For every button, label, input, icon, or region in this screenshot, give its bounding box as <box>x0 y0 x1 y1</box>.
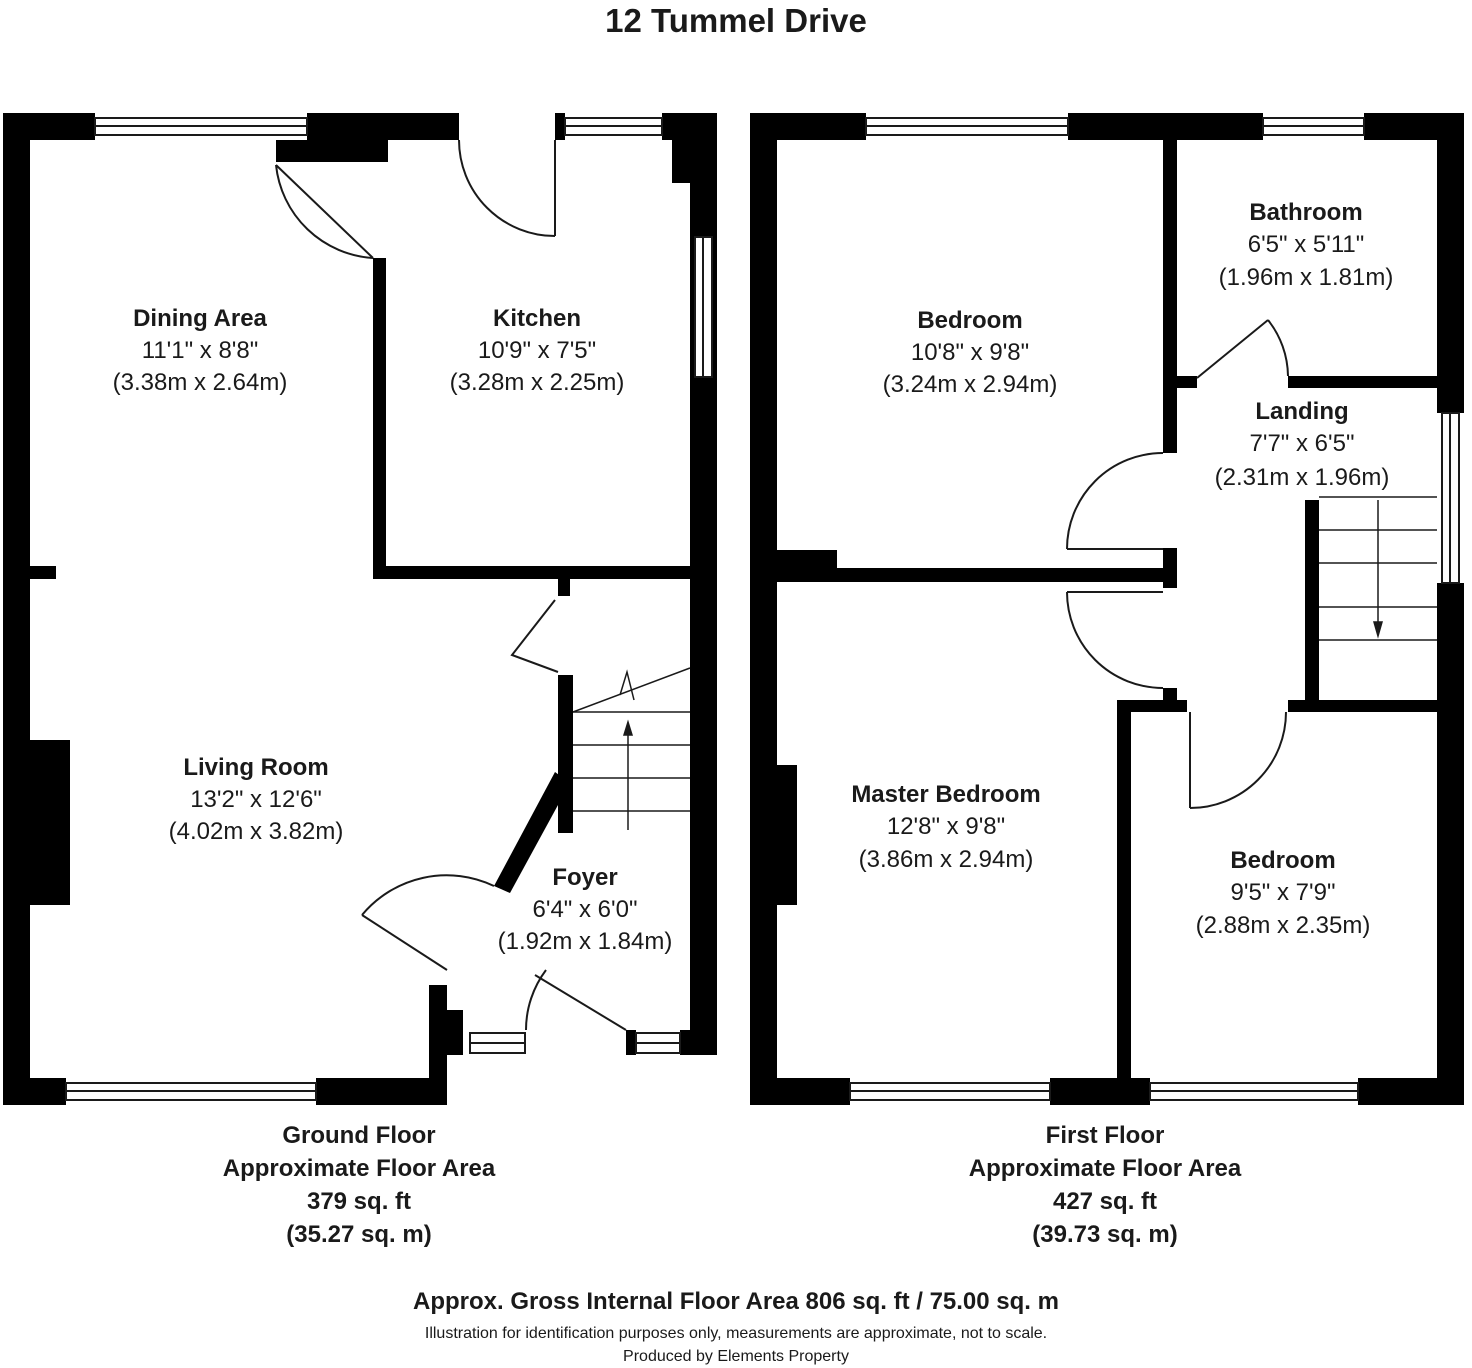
room-dim-metric: (2.31m x 1.96m) <box>1215 464 1390 491</box>
room-dining-area: Dining Area 11'1" x 8'8" (3.38m x 2.64m) <box>113 305 288 396</box>
room-dim-imperial: 7'7" x 6'5" <box>1250 430 1355 457</box>
ground-floor-walls <box>3 113 717 1105</box>
room-dim-metric: (3.38m x 2.64m) <box>113 369 288 396</box>
ground-floor-doors <box>275 139 627 1031</box>
ground-floor-windows <box>65 117 713 1101</box>
room-bathroom: Bathroom 6'5" x 5'11" (1.96m x 1.81m) <box>1219 199 1394 291</box>
room-kitchen: Kitchen 10'9" x 7'5" (3.28m x 2.25m) <box>450 305 625 396</box>
first-floor-plan <box>750 113 1464 1105</box>
ground-floor-caption: Ground Floor Approximate Floor Area 379 … <box>159 1119 559 1251</box>
room-dim-imperial: 9'5" x 7'9" <box>1231 879 1336 906</box>
room-dim-imperial: 10'8" x 9'8" <box>911 339 1029 366</box>
room-dim-metric: (3.86m x 2.94m) <box>859 846 1034 873</box>
ground-floor-plan <box>3 113 717 1105</box>
room-dim-imperial: 6'5" x 5'11" <box>1248 231 1365 258</box>
first-floor-walls <box>750 113 1464 1105</box>
disclaimer-text: Illustration for identification purposes… <box>424 1325 1048 1342</box>
room-name: Foyer <box>552 864 617 891</box>
room-landing: Landing 7'7" x 6'5" (2.31m x 1.96m) <box>1215 398 1390 491</box>
room-name: Kitchen <box>493 305 581 332</box>
room-bedroom-1: Bedroom 10'8" x 9'8" (3.24m x 2.94m) <box>883 307 1058 398</box>
room-dim-imperial: 6'4" x 6'0" <box>533 896 638 923</box>
plan-title: 12 Tummel Drive <box>605 2 867 39</box>
room-name: Dining Area <box>133 305 267 332</box>
room-living-room: Living Room 13'2" x 12'6" (4.02m x 3.82m… <box>169 754 344 845</box>
first-floor-caption: First Floor Approximate Floor Area 427 s… <box>905 1119 1305 1251</box>
room-name: Landing <box>1255 398 1348 425</box>
room-name: Living Room <box>183 754 328 781</box>
room-dim-metric: (1.92m x 1.84m) <box>498 928 673 955</box>
first-floor-stairs <box>1319 496 1437 641</box>
room-dim-metric: (4.02m x 3.82m) <box>169 818 344 845</box>
room-foyer: Foyer 6'4" x 6'0" (1.92m x 1.84m) <box>498 864 673 955</box>
room-bedroom-2: Bedroom 9'5" x 7'9" (2.88m x 2.35m) <box>1196 847 1371 939</box>
room-name: Bedroom <box>917 307 1022 334</box>
ground-floor-label: Ground Floor <box>282 1122 436 1149</box>
room-dim-imperial: 12'8" x 9'8" <box>887 813 1005 840</box>
room-dim-metric: (3.28m x 2.25m) <box>450 369 625 396</box>
room-dim-imperial: 13'2" x 12'6" <box>190 786 322 813</box>
room-name: Master Bedroom <box>851 781 1040 808</box>
producer-text: Produced by Elements Property <box>623 1348 849 1365</box>
room-dim-imperial: 11'1" x 8'8" <box>142 337 259 364</box>
ground-floor-area-sqm: (35.27 sq. m) <box>286 1221 432 1248</box>
first-floor-doors <box>1066 319 1289 809</box>
first-floor-label: First Floor <box>1045 1122 1165 1149</box>
first-floor-area-sqm: (39.73 sq. m) <box>1032 1221 1178 1248</box>
room-dim-imperial: 10'9" x 7'5" <box>478 337 596 364</box>
ground-floor-area-heading: Approximate Floor Area <box>222 1155 496 1182</box>
gross-area-text: Approx. Gross Internal Floor Area 806 sq… <box>413 1288 1059 1315</box>
room-dim-metric: (2.88m x 2.35m) <box>1196 912 1371 939</box>
ground-floor-stairs <box>572 667 691 830</box>
room-dim-metric: (1.96m x 1.81m) <box>1219 264 1394 291</box>
room-dim-metric: (3.24m x 2.94m) <box>883 371 1058 398</box>
ground-floor-area-sqft: 379 sq. ft <box>306 1188 412 1215</box>
first-floor-area-heading: Approximate Floor Area <box>968 1155 1242 1182</box>
first-floor-area-sqft: 427 sq. ft <box>1052 1188 1158 1215</box>
room-master-bedroom: Master Bedroom 12'8" x 9'8" (3.86m x 2.9… <box>851 781 1040 873</box>
first-floor-windows <box>849 117 1460 1101</box>
room-name: Bathroom <box>1249 199 1362 226</box>
room-name: Bedroom <box>1230 847 1335 874</box>
room-labels: Dining Area 11'1" x 8'8" (3.38m x 2.64m)… <box>113 199 1394 955</box>
